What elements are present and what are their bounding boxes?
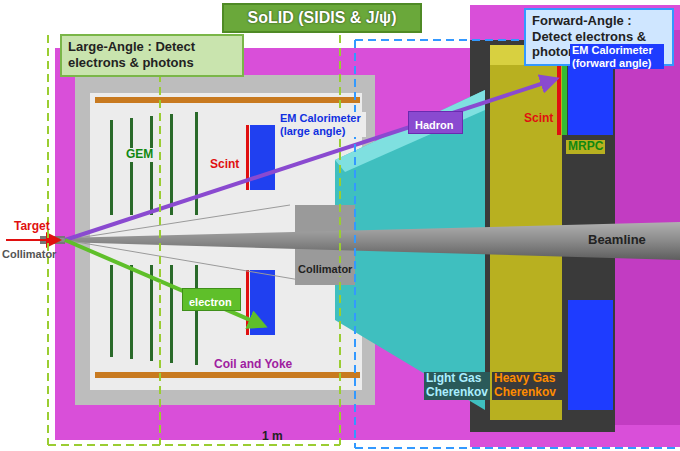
part-label: EM Calorimeter (forward angle) [570, 44, 664, 69]
part-label: Scint [522, 112, 555, 126]
node-text: electron [189, 296, 232, 309]
part-label: GEM [124, 148, 155, 162]
part-label: Coil and Yoke [212, 358, 294, 372]
part-label: Scint [208, 158, 241, 172]
title-box: SoLID (SIDIS & J/ψ) [222, 3, 422, 33]
particle-tag: Hadron [408, 111, 463, 134]
part-label: Heavy Gas Cherenkov [492, 372, 564, 400]
particle-tag: electron [182, 288, 241, 311]
part-label: EM Calorimeter (large angle) [278, 112, 366, 137]
beamline-label: Beamline [588, 233, 646, 248]
node-text: Hadron [415, 119, 454, 132]
target-label: Target [14, 220, 50, 234]
node-text: Large-Angle : Detect electrons & photons [68, 39, 236, 70]
dimension-label: 1 m [262, 430, 283, 444]
title-text: SoLID (SIDIS & J/ψ) [228, 9, 416, 27]
part-label: Collimator [2, 248, 56, 261]
region-header: Large-Angle : Detect electrons & photons [60, 34, 244, 77]
part-label: MRPC [566, 140, 605, 154]
part-label: Light Gas Cherenkov [424, 372, 490, 400]
part-label: Collimator [296, 263, 354, 276]
